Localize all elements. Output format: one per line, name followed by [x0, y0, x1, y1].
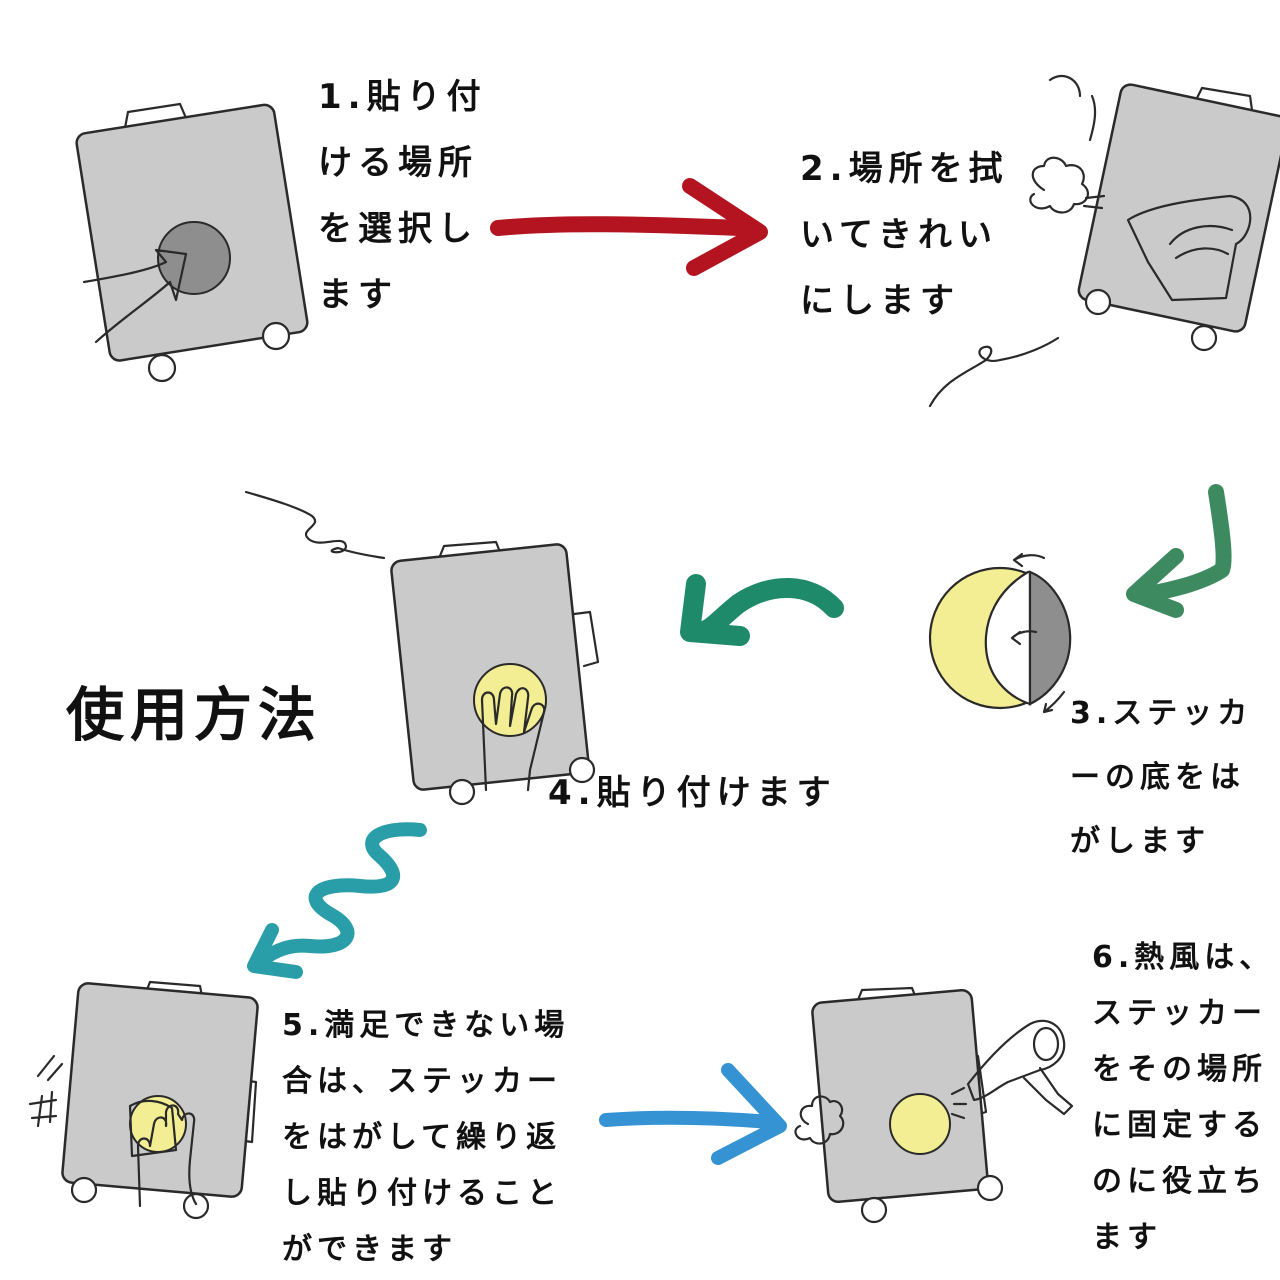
hair-dryer-icon: [966, 1019, 1074, 1116]
hand-icon: [1168, 224, 1234, 260]
arrow-icon: [599, 1063, 787, 1165]
target-spot-icon: [157, 221, 231, 295]
cloth-icon: [128, 1099, 178, 1158]
hand-icon: [480, 686, 546, 792]
step6-suitcase-icon: [794, 986, 1074, 1224]
step-6-line-5: のに役立ち: [1092, 1164, 1267, 1199]
step-1-line-3: を選択し: [318, 209, 478, 249]
step-6-line-2: ステッカー: [1092, 996, 1267, 1031]
page-title: 使用方法: [66, 681, 323, 749]
step-1-line-4: ます: [318, 275, 398, 315]
arrow-icon: [1126, 484, 1232, 618]
step-4-text: 4.貼り付けます: [548, 760, 837, 826]
step-5-line-2: 合は、ステッカー: [282, 1064, 562, 1099]
step4-suitcase-icon: [244, 490, 600, 806]
dust-cloud-icon: [794, 1095, 845, 1145]
step-5-line-5: ができます: [282, 1232, 457, 1267]
cloth-icon: [1126, 194, 1252, 302]
step-5-line-4: し貼り付けること: [282, 1176, 562, 1211]
step-1-line-1: 1.貼り付: [318, 77, 487, 117]
hand-icon: [136, 1104, 198, 1208]
step-2-line-3: にします: [800, 281, 960, 321]
step-2-line-2: いてきれい: [800, 215, 998, 255]
step-6-line-3: をその場所: [1092, 1052, 1267, 1087]
step-6-line-4: に固定する: [1092, 1108, 1267, 1143]
step5-suitcase-icon: [28, 980, 259, 1220]
step2-suitcase-icon: [928, 74, 1280, 408]
step-5-text: 5.満足できない場 合は、ステッカー をはがして繰り返 し貼り付けること ができ…: [282, 998, 569, 1278]
scribble-icon: [28, 1054, 64, 1128]
dust-cloud-icon: [1029, 156, 1089, 214]
step-2-line-1: 2.場所を拭: [800, 149, 1009, 189]
step-5-line-3: をはがして繰り返: [282, 1120, 562, 1155]
step-6-text: 6.熱風は、 ステッカー をその場所 に固定する のに役立ち ます: [1092, 930, 1274, 1266]
step1-suitcase-icon: [75, 102, 309, 383]
arrow-icon: [247, 822, 427, 979]
step-1-text: 1.貼り付 ける場所 を選択し ます: [318, 64, 487, 328]
arrow-icon: [680, 574, 844, 646]
sticker-icon: [928, 552, 1072, 714]
step-5-line-1: 5.満足できない場: [282, 1008, 570, 1043]
step-6-line-6: ます: [1092, 1220, 1162, 1255]
step-3-line-1: 3.ステッカ: [1070, 696, 1253, 731]
step-3-line-2: ーの底をは: [1070, 760, 1245, 795]
step-3-text: 3.ステッカ ーの底をは がします: [1070, 682, 1252, 874]
step-2-text: 2.場所を拭 いてきれい にします: [800, 136, 1009, 334]
arrow-icon: [490, 178, 768, 276]
step-1-line-2: ける場所: [318, 143, 478, 183]
step-6-line-1: 6.熱風は、: [1092, 940, 1275, 975]
step-4-line-1: 4.貼り付けます: [548, 773, 837, 813]
step-3-line-3: がします: [1070, 824, 1210, 859]
